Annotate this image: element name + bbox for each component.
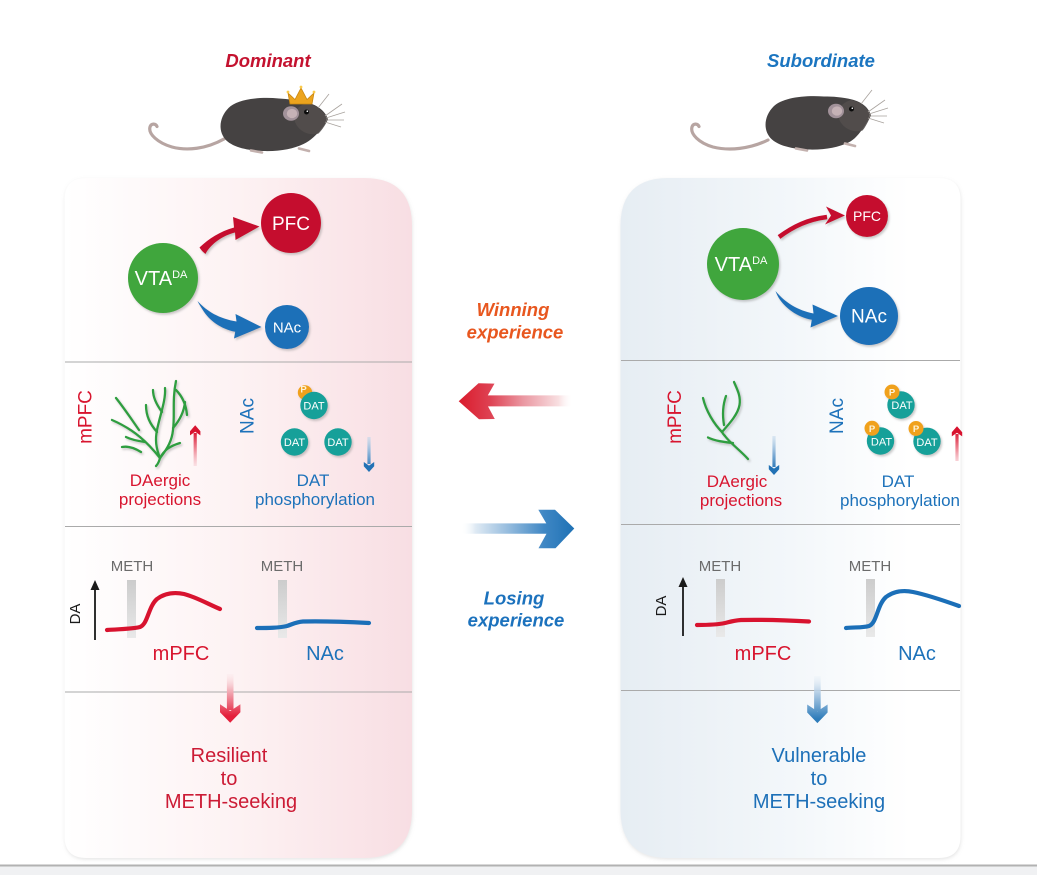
svg-text:experience: experience xyxy=(468,610,565,631)
svg-text:DAT: DAT xyxy=(916,437,937,449)
svg-text:NAc: NAc xyxy=(273,320,302,337)
svg-text:NAc: NAc xyxy=(306,643,344,665)
svg-text:DAT: DAT xyxy=(303,401,324,413)
svg-text:DAT: DAT xyxy=(871,437,892,449)
svg-text:mPFC: mPFC xyxy=(735,643,792,665)
svg-text:DA: DA xyxy=(653,596,670,617)
svg-text:Winning: Winning xyxy=(477,299,550,320)
svg-text:METH-seeking: METH-seeking xyxy=(753,791,885,813)
svg-text:mPFC: mPFC xyxy=(76,390,97,444)
svg-text:to: to xyxy=(221,768,238,790)
svg-text:PFC: PFC xyxy=(272,214,310,235)
svg-text:to: to xyxy=(811,768,828,790)
svg-text:projections: projections xyxy=(700,491,782,510)
svg-text:experience: experience xyxy=(467,322,564,343)
svg-text:Subordinate: Subordinate xyxy=(767,50,875,71)
svg-text:Losing: Losing xyxy=(484,588,545,609)
svg-text:NAc: NAc xyxy=(898,643,936,665)
svg-text:DAT: DAT xyxy=(882,472,915,491)
svg-text:Dominant: Dominant xyxy=(225,50,311,71)
svg-text:P: P xyxy=(889,388,896,399)
svg-text:METH-seeking: METH-seeking xyxy=(165,791,297,813)
svg-text:P: P xyxy=(300,385,307,396)
svg-text:DAergic: DAergic xyxy=(707,472,768,491)
svg-text:projections: projections xyxy=(119,490,201,509)
svg-text:P: P xyxy=(869,424,876,435)
svg-text:NAc: NAc xyxy=(851,307,887,328)
svg-text:DAT: DAT xyxy=(327,437,348,449)
svg-text:METH: METH xyxy=(699,558,742,575)
svg-text:P: P xyxy=(913,424,920,435)
svg-text:METH: METH xyxy=(849,558,892,575)
svg-text:phosphorylation: phosphorylation xyxy=(255,490,375,509)
svg-text:NAc: NAc xyxy=(238,398,259,434)
svg-text:mPFC: mPFC xyxy=(665,390,686,444)
svg-text:Vulnerable: Vulnerable xyxy=(772,745,867,767)
svg-text:DAT: DAT xyxy=(891,400,912,412)
svg-text:phosphorylation: phosphorylation xyxy=(840,491,960,510)
svg-text:mPFC: mPFC xyxy=(153,643,210,665)
svg-text:DAT: DAT xyxy=(284,437,305,449)
svg-text:METH: METH xyxy=(111,558,154,575)
svg-text:NAc: NAc xyxy=(827,398,848,434)
svg-text:DAT: DAT xyxy=(297,471,330,490)
svg-text:METH: METH xyxy=(261,558,304,575)
svg-text:Resilient: Resilient xyxy=(191,745,268,767)
svg-text:PFC: PFC xyxy=(853,208,881,224)
svg-text:DA: DA xyxy=(67,604,84,625)
svg-text:DAergic: DAergic xyxy=(130,471,191,490)
